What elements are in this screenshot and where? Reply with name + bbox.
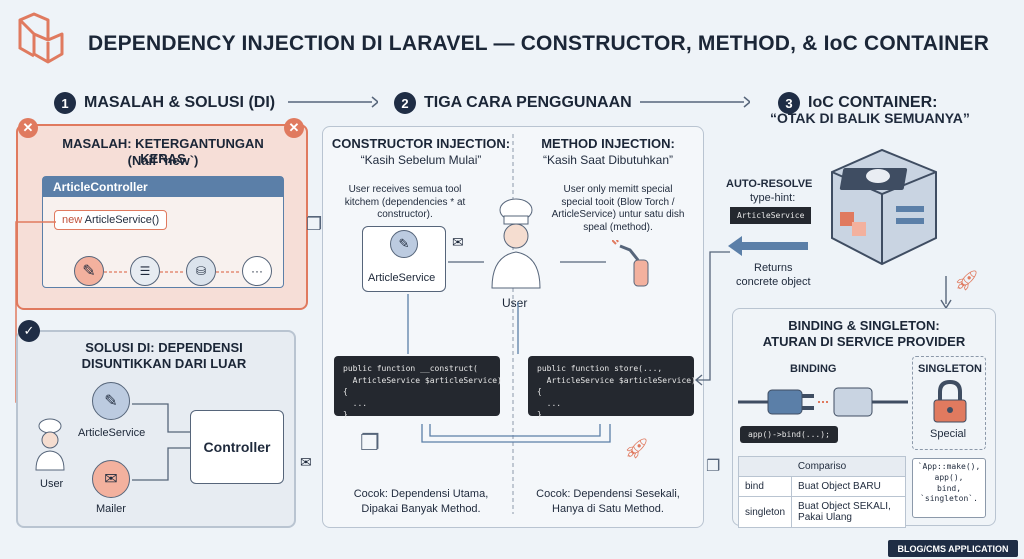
constructor-footer-1: Cocok: Dependensi Utama, xyxy=(353,488,489,500)
more-icon: ··· xyxy=(242,256,272,286)
edit-icon: ✎ xyxy=(74,256,104,286)
constructor-footer-2: Dipakai Banyak Method. xyxy=(361,503,481,515)
footer-badge: BLOG/CMS APPLICATION xyxy=(888,540,1018,557)
method-footer-1: Cocok: Dependensi Sesekali, xyxy=(536,488,680,500)
table-cell: Buat Object BARU xyxy=(791,476,906,497)
constructor-subtitle: “Kasih Sebelum Mulai” xyxy=(360,153,482,167)
service-card-label: ArticleService xyxy=(368,272,436,284)
center-user-label: User xyxy=(502,296,528,310)
binding-label: BINDING xyxy=(790,363,837,375)
flow-arrow-icon xyxy=(288,96,378,108)
concrete-label: concrete object xyxy=(736,276,811,288)
document-icon: ❐ xyxy=(706,458,721,475)
make-note: `App::make(), app(), bind, `singleton`. xyxy=(912,458,986,518)
flow-lines xyxy=(407,261,611,443)
step-1-header: 1 MASALAH & SOLUSI (DI) xyxy=(54,92,275,114)
table-row: bind Buat Object BARU xyxy=(737,476,906,497)
binding-title-2: ATURAN DI SERVICE PROVIDER xyxy=(762,334,966,349)
table-cell: singleton xyxy=(737,496,793,528)
mail-icon: ✉ xyxy=(452,234,464,250)
step-3-subtitle: “OTAK DI BALIK SEMUANYA” xyxy=(770,110,970,126)
step-2-header: 2 TIGA CARA PENGGUNAAN xyxy=(394,92,632,114)
flow-arrow-icon xyxy=(940,276,952,310)
constructor-code: public function __construct( ArticleServ… xyxy=(334,356,502,419)
step-number: 1 xyxy=(54,92,76,114)
laravel-logo-icon xyxy=(18,12,64,64)
type-hint-value: ArticleService xyxy=(730,207,812,224)
method-code: public function store(..., ArticleServic… xyxy=(528,356,696,419)
new-instance-code: new ArticleService() xyxy=(54,210,168,230)
chef-user-icon xyxy=(491,198,541,289)
bind-code: app()->bind(...); xyxy=(740,426,838,443)
dependency-chain-arrows xyxy=(104,271,240,273)
step-3-header: 3 IoC CONTAINER: xyxy=(778,92,937,114)
list-icon: ☰ xyxy=(130,256,160,286)
mail-icon: ✉ xyxy=(92,460,130,498)
step-label: IoC CONTAINER: xyxy=(808,94,938,111)
table-row: singleton Buat Object SEKALI, Pakai Ulan… xyxy=(737,496,906,528)
mail-icon: ✉ xyxy=(300,454,312,470)
table-cell: bind xyxy=(737,476,793,497)
solution-title-2: DISUNTIKKAN DARI LUAR xyxy=(81,356,247,371)
chef-user-icon xyxy=(35,418,65,471)
binding-title: BINDING & SINGLETON: xyxy=(788,318,940,333)
constructor-desc: User receives semua tool kitchem (depend… xyxy=(344,184,466,220)
resolve-arrow-icon xyxy=(728,236,808,256)
controller-block: Controller xyxy=(190,410,284,484)
problem-title: MASALAH: KETERGANTUNGAN KERAS xyxy=(62,136,264,166)
document-icon: ❐ xyxy=(360,430,380,455)
singleton-box xyxy=(912,356,986,450)
lock-icon xyxy=(933,380,967,423)
step-number: 3 xyxy=(778,92,800,114)
rocket-icon: 🚀︎ xyxy=(624,438,650,460)
service-label: ArticleService xyxy=(78,427,146,439)
step-label: MASALAH & SOLUSI (DI) xyxy=(84,94,276,111)
step-number: 2 xyxy=(394,92,416,114)
comparison-header: Compariso xyxy=(738,456,906,477)
mailer-label: Mailer xyxy=(96,503,126,515)
code-keyword: new xyxy=(62,214,83,226)
page-title: DEPENDENCY INJECTION DI LARAVEL — CONSTR… xyxy=(88,32,990,55)
auto-resolve-label: AUTO-RESOLVE xyxy=(726,178,813,190)
singleton-label: SINGLETON xyxy=(918,363,982,375)
check-icon: ✓ xyxy=(18,320,40,342)
solution-title: SOLUSI DI: DEPENDENSI xyxy=(85,340,243,355)
plug-icon xyxy=(738,387,908,417)
solution-connector-lines xyxy=(132,403,190,481)
flow-arrow-icon xyxy=(640,96,750,108)
type-hint-label: type-hint: xyxy=(750,192,796,204)
comparison-table: Compariso bind Buat Object BARU singleto… xyxy=(737,456,906,528)
controller-title: ArticleController xyxy=(43,177,283,197)
close-icon: ✕ xyxy=(284,118,304,138)
return-arrow xyxy=(694,251,730,386)
returns-label: Returns xyxy=(754,262,793,274)
method-subtitle: “Kasih Saat Dibutuhkan” xyxy=(542,153,674,167)
user-label: User xyxy=(40,478,64,490)
method-title: METHOD INJECTION: xyxy=(541,136,675,151)
divider-line xyxy=(512,134,514,514)
service-icon: ✎ xyxy=(92,382,130,420)
rocket-icon: 🚀︎ xyxy=(954,270,980,292)
method-footer-2: Hanya di Satu Method. xyxy=(552,503,664,515)
torch-icon xyxy=(612,240,649,287)
database-icon: ⛁ xyxy=(186,256,216,286)
ioc-container-icon xyxy=(831,148,937,266)
edit-icon: ✎ xyxy=(390,230,418,258)
step-label: TIGA CARA PENGGUNAAN xyxy=(424,94,632,111)
table-cell: Buat Object SEKALI, Pakai Ulang xyxy=(791,496,906,528)
method-desc: User only memitt special special tooit (… xyxy=(551,184,685,233)
document-icon: ❐ xyxy=(306,214,323,234)
constructor-title: CONSTRUCTOR INJECTION: xyxy=(331,136,511,151)
special-label: Special xyxy=(930,428,967,440)
code-class: ArticleService() xyxy=(84,214,160,226)
close-icon: ✕ xyxy=(18,118,38,138)
problem-subtitle: (Naif `new`) xyxy=(127,153,199,168)
